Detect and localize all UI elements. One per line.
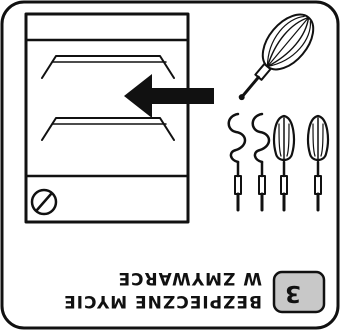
dough-hook-icon (229, 114, 269, 210)
dishwasher-icon (26, 14, 188, 222)
beater-icon (274, 116, 328, 210)
step-badge (274, 272, 324, 312)
balloon-whisk-icon (226, 5, 324, 111)
arrow-left-icon (124, 74, 214, 118)
